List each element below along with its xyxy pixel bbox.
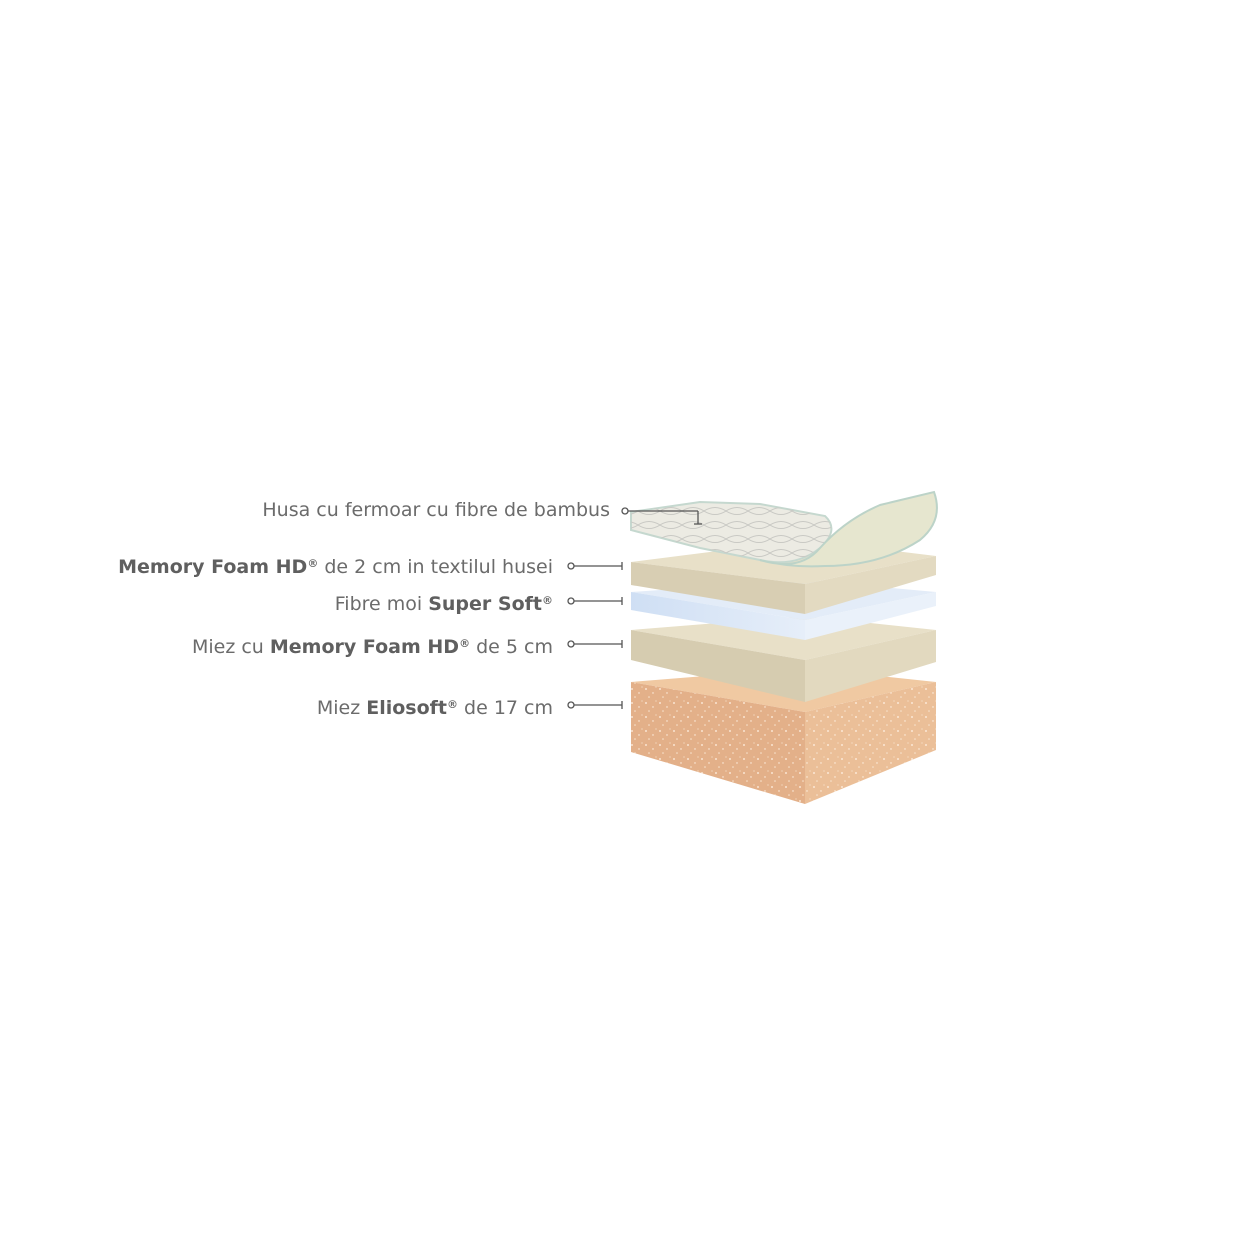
leader-dot-cover: [621, 507, 629, 515]
label-layer2-reg: ®: [542, 594, 553, 607]
leader-dot-layer2: [567, 597, 575, 605]
label-layer2-bold: Super Soft: [428, 593, 542, 615]
label-layer4-pre: Miez: [316, 697, 367, 719]
label-layer3-bold: Memory Foam HD: [269, 636, 460, 658]
leader-dot-layer4: [567, 701, 575, 709]
label-layer4-rest: de 17 cm: [458, 697, 553, 719]
label-cover: Husa cu fermoar cu fibre de bambus: [262, 499, 610, 521]
bamboo-cover-layer: [630, 490, 938, 568]
label-layer4-reg: ®: [447, 698, 458, 711]
label-memory-foam-5cm: Miez cu Memory Foam HD® de 5 cm: [192, 633, 553, 658]
label-layer2-pre: Fibre moi: [334, 593, 429, 615]
label-layer3-reg: ®: [459, 637, 471, 650]
label-layer3-rest: de 5 cm: [470, 636, 553, 658]
label-super-soft: Fibre moi Super Soft®: [335, 590, 553, 615]
label-cover-text: Husa cu fermoar cu fibre de bambus: [262, 499, 610, 521]
leader-dot-layer3: [567, 640, 575, 648]
memory-foam-5cm-layer: [631, 616, 936, 702]
label-layer3-pre: Miez cu: [191, 636, 270, 658]
leader-dot-layer1: [567, 562, 575, 570]
leader-lines: [567, 507, 702, 709]
label-layer1-reg: ®: [307, 557, 319, 570]
eliosoft-core-layer: [631, 668, 936, 804]
label-layer1-rest: de 2 cm in textilul husei: [318, 556, 553, 578]
label-eliosoft: Miez Eliosoft® de 17 cm: [317, 694, 553, 719]
label-memory-foam-2cm: Memory Foam HD® de 2 cm in textilul huse…: [118, 553, 553, 578]
label-layer4-bold: Eliosoft: [366, 697, 447, 719]
label-layer1-bold: Memory Foam HD: [118, 556, 308, 578]
